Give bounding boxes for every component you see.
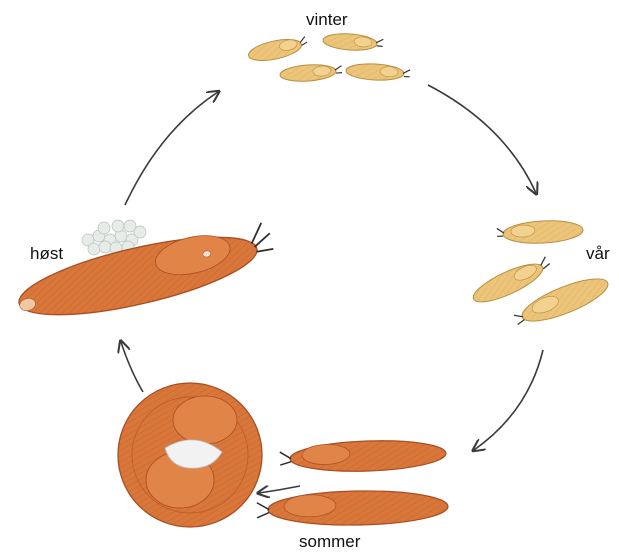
- stage-label-winter: vinter: [306, 11, 348, 28]
- stage-label-autumn: høst: [30, 245, 63, 262]
- arrow-sommer-to-coil: [259, 486, 300, 493]
- summer-adult-slugs: [257, 438, 449, 526]
- juvenile-slug: [247, 34, 309, 64]
- arrow-vinter-to-var: [428, 85, 536, 193]
- autumn-adult-slug: [13, 218, 279, 331]
- winter-juvenile-slugs: [247, 32, 411, 83]
- juvenile-slug: [346, 62, 411, 81]
- mating-slugs-coil: [118, 383, 262, 527]
- juvenile-slug: [280, 63, 343, 83]
- juvenile-slug: [496, 219, 583, 245]
- arrow-coil-to-host: [121, 342, 143, 392]
- spring-juvenile-slugs: [469, 219, 613, 332]
- stage-label-summer: sommer: [299, 533, 360, 550]
- juvenile-slug: [323, 32, 384, 52]
- adult-slug: [257, 489, 449, 526]
- arrow-host-to-vinter: [125, 92, 218, 205]
- adult-slug: [280, 438, 447, 474]
- stage-label-spring: vår: [586, 245, 610, 262]
- arrow-var-to-sommer: [474, 350, 543, 450]
